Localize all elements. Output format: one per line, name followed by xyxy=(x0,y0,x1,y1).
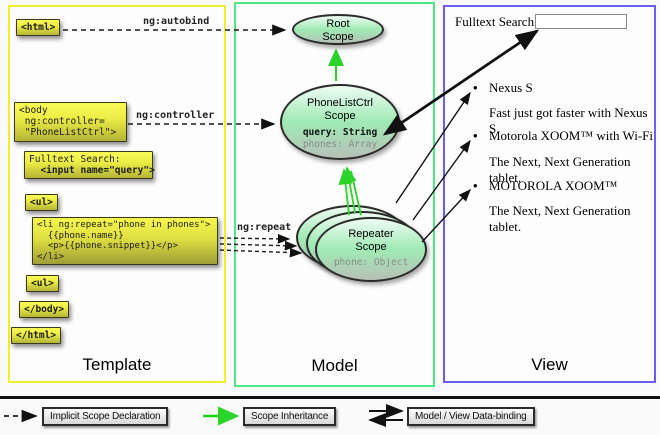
root-scope-name-line2: Scope xyxy=(322,30,354,43)
code-line: Fulltext Search: xyxy=(29,154,121,165)
repeater-scope-ellipse: Repeater Scope phone: Object xyxy=(315,217,427,282)
model-panel-title: Model xyxy=(311,356,358,375)
code-ul-close: <ul> xyxy=(26,275,59,293)
phonelist-scope-prop-query: query: String xyxy=(302,127,378,139)
fulltext-search-label: Fulltext Search: xyxy=(455,14,538,29)
root-scope-name-line1: Root xyxy=(326,18,350,30)
code-body-open: <body ng:controller= "PhoneListCtrl"> xyxy=(14,102,127,142)
code-line: ng:controller= xyxy=(19,116,105,128)
list-bullet: • xyxy=(473,80,478,95)
legend-separator xyxy=(0,396,660,399)
label-ng-autobind: ng:autobind xyxy=(143,16,210,27)
code-line: <p>{{phone.snippet}}</p> xyxy=(37,241,178,252)
code-line: {{phone.name}} xyxy=(37,230,124,241)
code-line: "PhoneListCtrl"> xyxy=(19,127,117,139)
code-body-close: </body> xyxy=(19,301,70,319)
phonelist-scope-name-line2: Scope xyxy=(324,109,356,122)
view-item-name: MOTOROLA XOOM™ xyxy=(489,178,618,193)
code-line: <body xyxy=(19,105,48,116)
root-scope-ellipse: Root Scope xyxy=(292,14,384,45)
view-item-snippet: The Next, Next Generation tablet. xyxy=(489,203,631,234)
repeater-scope-prop-phone: phone: Object xyxy=(333,257,409,269)
legend-model-view-databinding: Model / View Data-binding xyxy=(407,407,535,426)
repeater-scope-name-line1: Repeater xyxy=(348,228,394,240)
code-html-close: </html> xyxy=(11,327,62,345)
code-ul-open: <ul> xyxy=(25,194,58,212)
code-li-repeat: <li ng:repeat="phone in phones"> {{phone… xyxy=(32,217,218,266)
view-panel: View xyxy=(443,5,656,383)
model-panel: Model xyxy=(234,2,435,387)
view-panel-title: View xyxy=(531,355,568,374)
list-bullet: • xyxy=(473,178,478,193)
view-item-name: Nexus S xyxy=(489,80,533,95)
code-fulltext-search: Fulltext Search: <input name="query"> xyxy=(24,151,155,180)
code-line: <li ng:repeat="phone in phones"> xyxy=(37,220,211,230)
template-panel-title: Template xyxy=(82,355,152,374)
repeater-scope-name-line2: Scope xyxy=(355,240,387,253)
legend-implicit-scope-declaration: Implicit Scope Declaration xyxy=(42,407,169,426)
label-ng-repeat: ng:repeat xyxy=(237,222,292,233)
phonelist-scope-prop-phones: phones: Array xyxy=(302,139,378,151)
list-bullet: • xyxy=(473,128,478,143)
code-line: <input name="query"> xyxy=(29,165,155,177)
label-ng-controller: ng:controller xyxy=(136,110,215,121)
view-item-snippet: The Next, Next Generation tablet. xyxy=(489,154,631,185)
phonelist-scope-name-line1: PhoneListCtrl xyxy=(306,97,374,109)
fulltext-search-input[interactable] xyxy=(535,14,627,29)
legend-scope-inheritance: Scope Inheritance xyxy=(243,407,337,426)
phonelistctrl-scope-ellipse: PhoneListCtrl Scope query: String phones… xyxy=(280,84,400,160)
code-line: </li> xyxy=(37,251,65,262)
code-html-open: <html> xyxy=(16,19,61,37)
view-item-name: Motorola XOOM™ with Wi-Fi xyxy=(489,128,654,143)
